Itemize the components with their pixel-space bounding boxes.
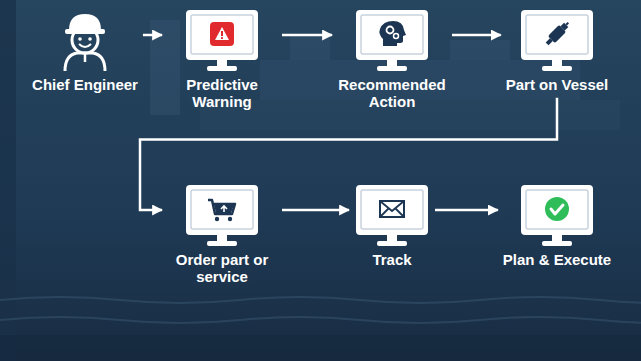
monitor-neck <box>387 235 397 241</box>
monitor-frame <box>521 185 593 235</box>
monitor-base <box>207 66 237 71</box>
part-symbol <box>544 19 572 47</box>
flow-arrow <box>143 34 162 37</box>
flow-step: Part on Vessel <box>503 10 612 94</box>
monitor-screen <box>361 15 423 54</box>
monitor-base <box>542 66 572 71</box>
flow-step: Plan & Execute <box>500 185 614 269</box>
monitor-screen <box>526 190 588 229</box>
step-label: Predictive Warning <box>167 77 277 111</box>
warning-symbol <box>210 22 234 46</box>
monitor-base <box>207 241 237 246</box>
monitor-neck <box>217 60 227 66</box>
monitor-base <box>542 241 572 246</box>
flow-step: Recommended Action <box>334 10 450 111</box>
check-symbol <box>545 197 569 221</box>
flow-arrow <box>435 209 498 212</box>
monitor-icon <box>354 185 430 247</box>
flow-arrow <box>282 209 349 212</box>
engineer-icon <box>47 10 123 72</box>
monitor-frame <box>356 10 428 60</box>
brain-gear-symbol <box>379 21 406 46</box>
flow-step: Order part or service <box>164 185 280 286</box>
monitor-icon <box>354 10 430 72</box>
monitor-frame <box>356 185 428 235</box>
monitor-screen <box>191 15 253 54</box>
step-label: Track <box>372 252 411 269</box>
monitor-icon <box>519 10 595 72</box>
monitor-icon <box>184 185 260 247</box>
monitor-neck <box>552 60 562 66</box>
monitor-neck <box>552 235 562 241</box>
monitor-icon <box>184 10 260 72</box>
icon-group <box>186 185 258 246</box>
envelope-symbol <box>380 201 404 217</box>
monitor-base <box>377 66 407 71</box>
step-label: Plan & Execute <box>503 252 611 269</box>
monitor-frame <box>521 10 593 60</box>
icon-group <box>356 10 428 71</box>
monitor-screen <box>191 190 253 229</box>
monitor-icon <box>519 185 595 247</box>
monitor-frame <box>186 185 258 235</box>
monitor-screen <box>526 15 588 54</box>
cart-symbol <box>208 200 235 221</box>
step-label: Part on Vessel <box>506 77 609 94</box>
icon-group <box>521 10 593 71</box>
monitor-neck <box>217 235 227 241</box>
ship-silhouette <box>150 20 620 130</box>
flow-step: Chief Engineer <box>29 10 141 94</box>
flow-step: Track <box>351 185 433 269</box>
icon-group <box>521 185 593 246</box>
engineer-icon <box>65 14 105 71</box>
step-label: Order part or service <box>167 252 277 286</box>
flow-arrow <box>452 34 501 37</box>
monitor-screen <box>361 190 423 229</box>
monitor-neck <box>387 60 397 66</box>
monitor-base <box>377 241 407 246</box>
sea-waves <box>0 297 641 361</box>
icon-group <box>356 185 428 246</box>
flow-step: Predictive Warning <box>164 10 280 111</box>
icon-group <box>65 14 105 71</box>
step-label: Recommended Action <box>337 77 447 111</box>
icon-group <box>186 10 258 71</box>
side-strip <box>0 0 16 361</box>
flow-arrow <box>282 34 332 37</box>
monitor-frame <box>186 10 258 60</box>
step-label: Chief Engineer <box>32 77 138 94</box>
